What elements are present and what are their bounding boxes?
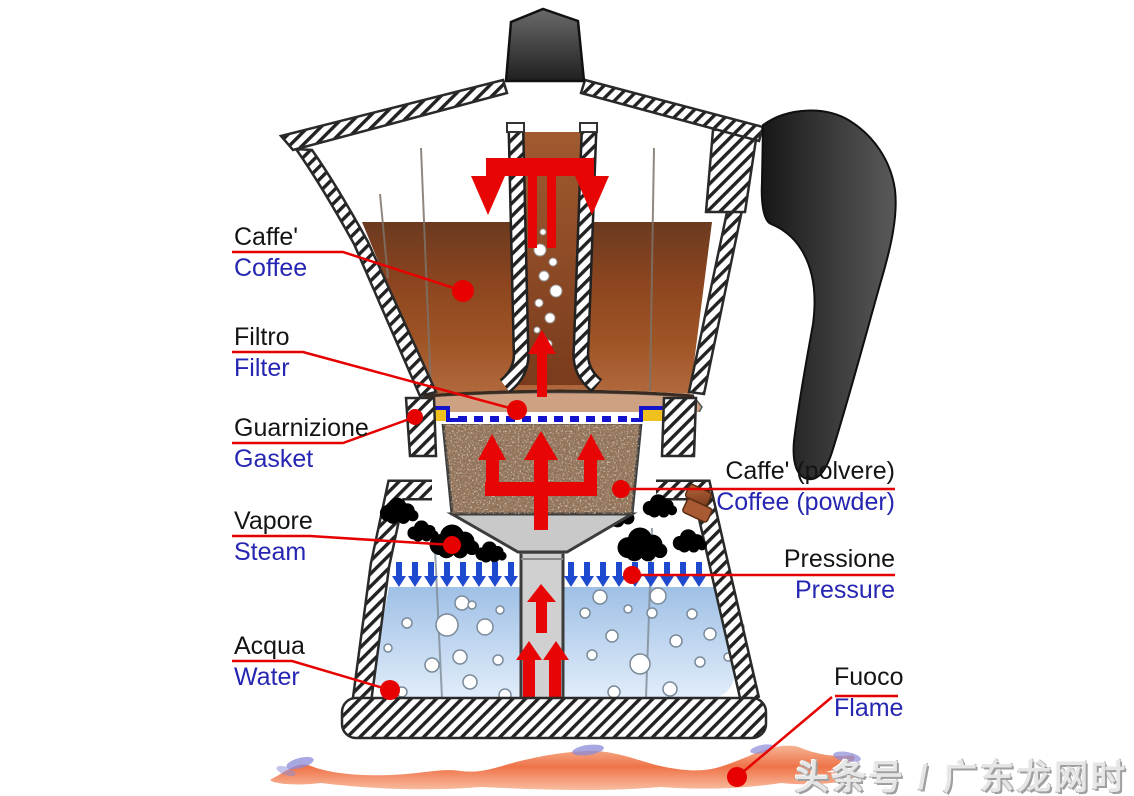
handle xyxy=(760,109,897,481)
label-coffee-en: Coffee xyxy=(234,254,308,282)
dot-coffee xyxy=(452,280,474,302)
label-flame-it: Fuoco xyxy=(834,663,904,691)
water-bubbles xyxy=(383,587,745,702)
leader-filter xyxy=(232,350,518,412)
chimney-bubbles xyxy=(533,228,563,349)
label-coffee-powder: Caffe' (polvere) Coffee (powder) xyxy=(716,456,895,518)
leader-water xyxy=(232,659,391,692)
filter-dashed-line xyxy=(458,416,627,422)
leader-gasket xyxy=(232,415,416,445)
flame-blue-tip xyxy=(286,756,314,770)
flame-blue-tip xyxy=(276,765,296,777)
label-coffee-it: Caffe' xyxy=(234,223,299,251)
upper-wall-left xyxy=(293,147,438,398)
label-steam: Vapore Steam xyxy=(234,506,313,568)
label-water-it: Acqua xyxy=(234,632,305,660)
upper-facet-line xyxy=(420,147,432,392)
leader-coffee xyxy=(232,250,464,293)
upper-collar-left xyxy=(404,396,438,458)
label-water: Acqua Water xyxy=(234,631,305,693)
label-gasket-it: Guarnizione xyxy=(234,414,369,442)
label-flame: Fuoco Flame xyxy=(834,662,903,724)
leader-lines xyxy=(232,250,898,787)
leader-steam xyxy=(232,534,453,547)
label-pressure: Pressione Pressure xyxy=(784,544,895,606)
label-pressure-it: Pressione xyxy=(783,545,895,573)
pot-joint xyxy=(411,391,703,424)
label-steam-en: Steam xyxy=(234,538,307,566)
label-gasket: Guarnizione Gasket xyxy=(234,413,369,475)
dot-steam xyxy=(443,536,461,554)
top-flow-arrows xyxy=(471,158,609,397)
leader-flame xyxy=(736,696,833,778)
flame-graphic xyxy=(270,744,862,791)
label-coffee-powder-it: Caffe' (polvere) xyxy=(725,457,895,485)
watermark: 头条号 / 广东龙网时 xyxy=(794,759,1128,796)
basket-flow-arrows xyxy=(478,431,605,530)
label-steam-it: Vapore xyxy=(234,507,313,535)
dot-flame xyxy=(727,767,747,787)
lid-left xyxy=(278,78,509,152)
label-pressure-en: Pressure xyxy=(794,576,895,604)
dot-water xyxy=(380,680,400,700)
flame-blue-tip xyxy=(833,751,861,763)
label-filter-it: Filtro xyxy=(234,323,290,351)
label-coffee: Caffe' Coffee xyxy=(234,222,307,284)
label-flame-en: Flame xyxy=(834,694,904,722)
lid-right xyxy=(579,78,765,143)
dot-pressure xyxy=(623,566,641,584)
label-gasket-en: Gasket xyxy=(234,445,314,473)
label-water-en: Water xyxy=(234,663,300,691)
lid-knob xyxy=(504,7,586,83)
upper-collar-right xyxy=(660,396,698,458)
boiler-base xyxy=(340,696,768,740)
dot-coffee-powder xyxy=(612,480,630,498)
boiler-facet-line xyxy=(433,527,443,699)
upper-facet-line xyxy=(379,193,389,279)
label-coffee-powder-en: Coffee (powder) xyxy=(716,488,895,516)
upper-facet-line xyxy=(649,147,655,392)
dot-filter xyxy=(507,400,527,420)
dot-gasket xyxy=(407,409,423,425)
label-filter-en: Filter xyxy=(234,354,290,382)
flame-blue-tip xyxy=(572,744,604,756)
label-filter: Filtro Filter xyxy=(234,322,290,384)
gasket-right xyxy=(641,410,666,421)
